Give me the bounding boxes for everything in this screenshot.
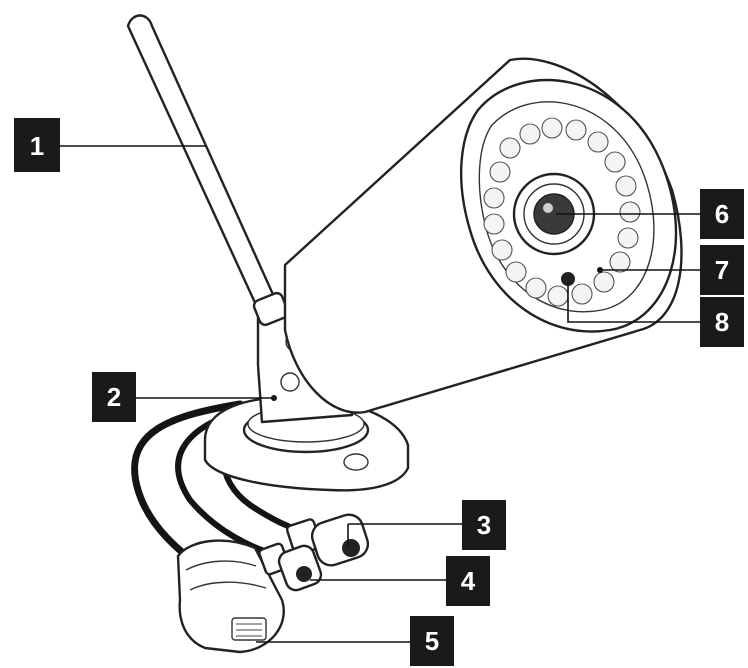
callout-2: 2 <box>92 372 136 422</box>
callout-3: 3 <box>462 500 506 550</box>
leader-7-dot <box>597 267 603 273</box>
callout-6: 6 <box>700 189 744 239</box>
callout-4: 4 <box>446 556 490 606</box>
callout-5-label: 5 <box>425 626 439 656</box>
callout-7-label: 7 <box>715 255 729 285</box>
antenna <box>128 16 290 327</box>
callout-2-label: 2 <box>107 382 121 412</box>
callout-5: 5 <box>410 616 454 666</box>
callout-7: 7 <box>700 245 744 295</box>
callout-1: 1 <box>14 118 60 172</box>
callout-6-label: 6 <box>715 199 729 229</box>
callout-8-label: 8 <box>715 307 729 337</box>
callout-1-label: 1 <box>30 131 44 161</box>
leader-2-dot <box>271 395 277 401</box>
callout-4-label: 4 <box>461 566 476 596</box>
callout-8: 8 <box>700 297 744 347</box>
callout-3-label: 3 <box>477 510 491 540</box>
